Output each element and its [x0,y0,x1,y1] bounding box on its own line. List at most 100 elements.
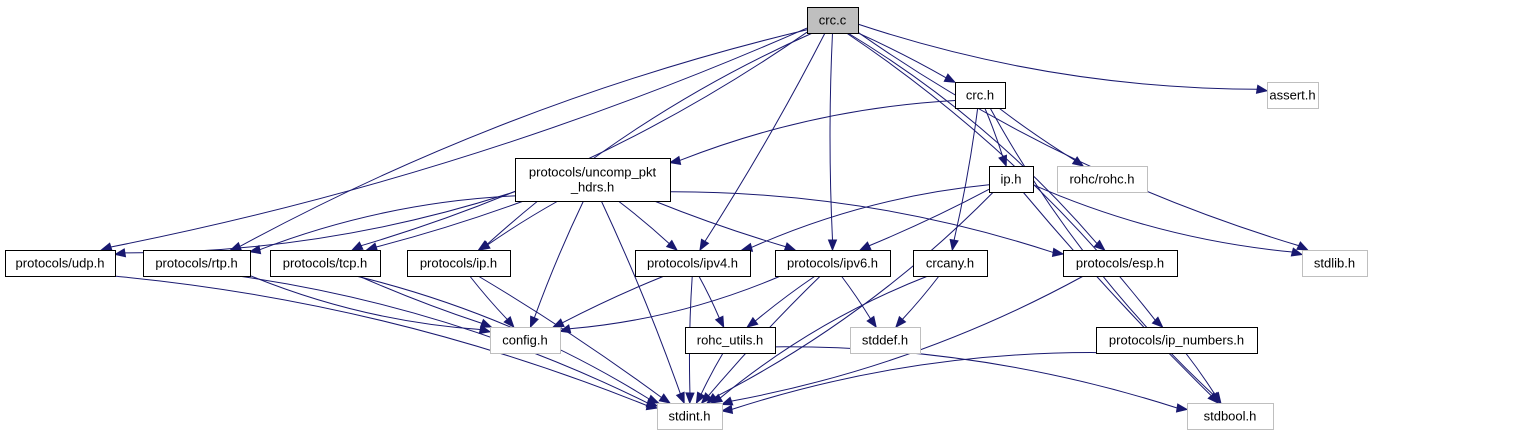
edge-rtp-h-to-stdint-h [238,275,659,408]
edge-ipv6-h-to-rohc-utils-h [746,275,816,328]
node-box [989,166,1034,193]
edge-line [486,32,813,245]
node-box [270,250,381,277]
arrowhead-icon [1210,391,1222,405]
node-label: stddef.h [862,333,908,348]
node-tcp-h[interactable]: protocols/tcp.h [270,250,381,277]
node-crc-c: crc.c [807,7,859,34]
arrowhead-icon [365,242,379,252]
node-box [143,250,251,277]
edge-line [477,275,662,398]
edge-line [679,99,956,161]
node-label: protocols/ip_numbers.h [1109,333,1244,348]
edge-line [654,200,786,248]
node-crcany-h[interactable]: crcany.h [913,250,988,277]
edge-uncomp-to-rtp-h [248,195,516,255]
node-label: ip.h [1001,172,1022,187]
node-label: protocols/uncomp_pkt [529,165,657,180]
edge-line [998,107,1076,161]
arrowhead-icon [529,315,539,329]
edge-line [698,275,720,319]
edge-crc-c-to-assert-h [857,23,1269,94]
edge-uncomp-to-pip-h [478,200,559,251]
node-label: protocols/ipv4.h [647,256,738,271]
arrowhead-icon [1296,241,1309,251]
edge-tcp-h-to-config-h [358,275,493,328]
edge-pip-h-to-stdint-h [477,275,671,404]
edge-line [754,275,816,322]
node-label: crc.c [819,13,847,28]
node-stdlib-h: stdlib.h [1302,250,1368,277]
node-ipv6-h[interactable]: protocols/ipv6.h [775,250,891,277]
arrowhead-icon [113,248,127,258]
arrowhead-icon [668,155,682,165]
arrowhead-icon [699,238,710,252]
edge-ip-h-to-ipv6-h [858,188,990,251]
edge-line [868,188,990,247]
node-label: config.h [502,333,548,348]
node-pip-h[interactable]: protocols/ip.h [407,250,511,277]
node-ip-h[interactable]: ip.h [989,166,1034,193]
arrowhead-icon [1175,403,1189,413]
edge-line [669,191,1054,253]
edge-line [569,275,781,330]
arrowhead-icon [1290,247,1304,257]
edge-ip-h-to-stdlib-h [1032,184,1304,257]
node-box [1096,327,1258,354]
edge-uncomp-to-config-h [529,200,584,329]
edge-line [857,23,1258,90]
edge-uncomp-to-esp-h [669,191,1065,258]
node-rohc-utils-h[interactable]: rohc_utils.h [685,327,776,354]
arrowhead-icon [1255,84,1269,94]
node-label: rohc_utils.h [697,333,763,348]
nodes-layer: crc.c crc.h assert.h protocols/uncomp_pkt_h… [5,7,1368,430]
node-box [407,250,511,277]
arrowhead-icon [695,391,706,405]
edge-crc-c-to-stdlib-h [857,31,1309,251]
node-rohc-h: rohc/rohc.h [1057,166,1148,193]
node-label: stdlib.h [1314,256,1355,271]
edge-line [857,32,947,79]
node-ipnum-h[interactable]: protocols/ip_numbers.h [1096,327,1258,354]
arrowhead-icon [895,315,907,329]
arrowhead-icon [248,244,262,255]
arrowhead-icon [100,242,113,252]
node-box [515,158,671,202]
node-assert-h: assert.h [1267,82,1319,109]
edge-line [487,200,559,246]
node-box [657,403,723,430]
edge-crc-h-to-ip-h [984,107,1008,168]
arrowhead-icon [350,241,364,251]
edge-line [562,275,665,324]
edge-line [1032,184,1293,253]
node-uncomp[interactable]: protocols/uncomp_pkt_hdrs.h [515,158,671,202]
arrowhead-icon [783,242,797,252]
edge-crcany-h-to-stddef-h [895,275,940,329]
node-crc-h[interactable]: crc.h [955,82,1006,109]
node-esp-h[interactable]: protocols/esp.h [1063,250,1178,277]
edge-crc-h-to-uncomp [668,99,956,165]
edge-line [1022,191,1212,397]
edge-tcp-h-to-stdint-h [355,275,660,404]
edge-line [829,32,833,241]
edge-line [110,27,808,248]
edge-crc-c-to-crc-h [857,32,957,83]
edge-uncomp-to-tcp-h [365,200,524,252]
node-rtp-h[interactable]: protocols/rtp.h [143,250,251,277]
node-udp-h[interactable]: protocols/udp.h [5,250,116,277]
edge-ip-h-to-ipv4-h [740,184,990,252]
edge-ipv6-h-to-stddef-h [840,275,877,329]
node-label: protocols/tcp.h [283,256,368,271]
node-label: protocols/udp.h [16,256,105,271]
edge-line [751,184,990,248]
edge-line [704,32,826,242]
edge-line [600,200,681,394]
node-box [490,327,561,354]
node-stdbool-h: stdbool.h [1187,403,1274,430]
edge-line [617,200,670,244]
node-label: protocols/rtp.h [155,256,237,271]
edge-line [902,275,940,320]
edge-line [984,107,1004,157]
node-ipv4-h[interactable]: protocols/ipv4.h [635,250,751,277]
node-box [5,250,116,277]
